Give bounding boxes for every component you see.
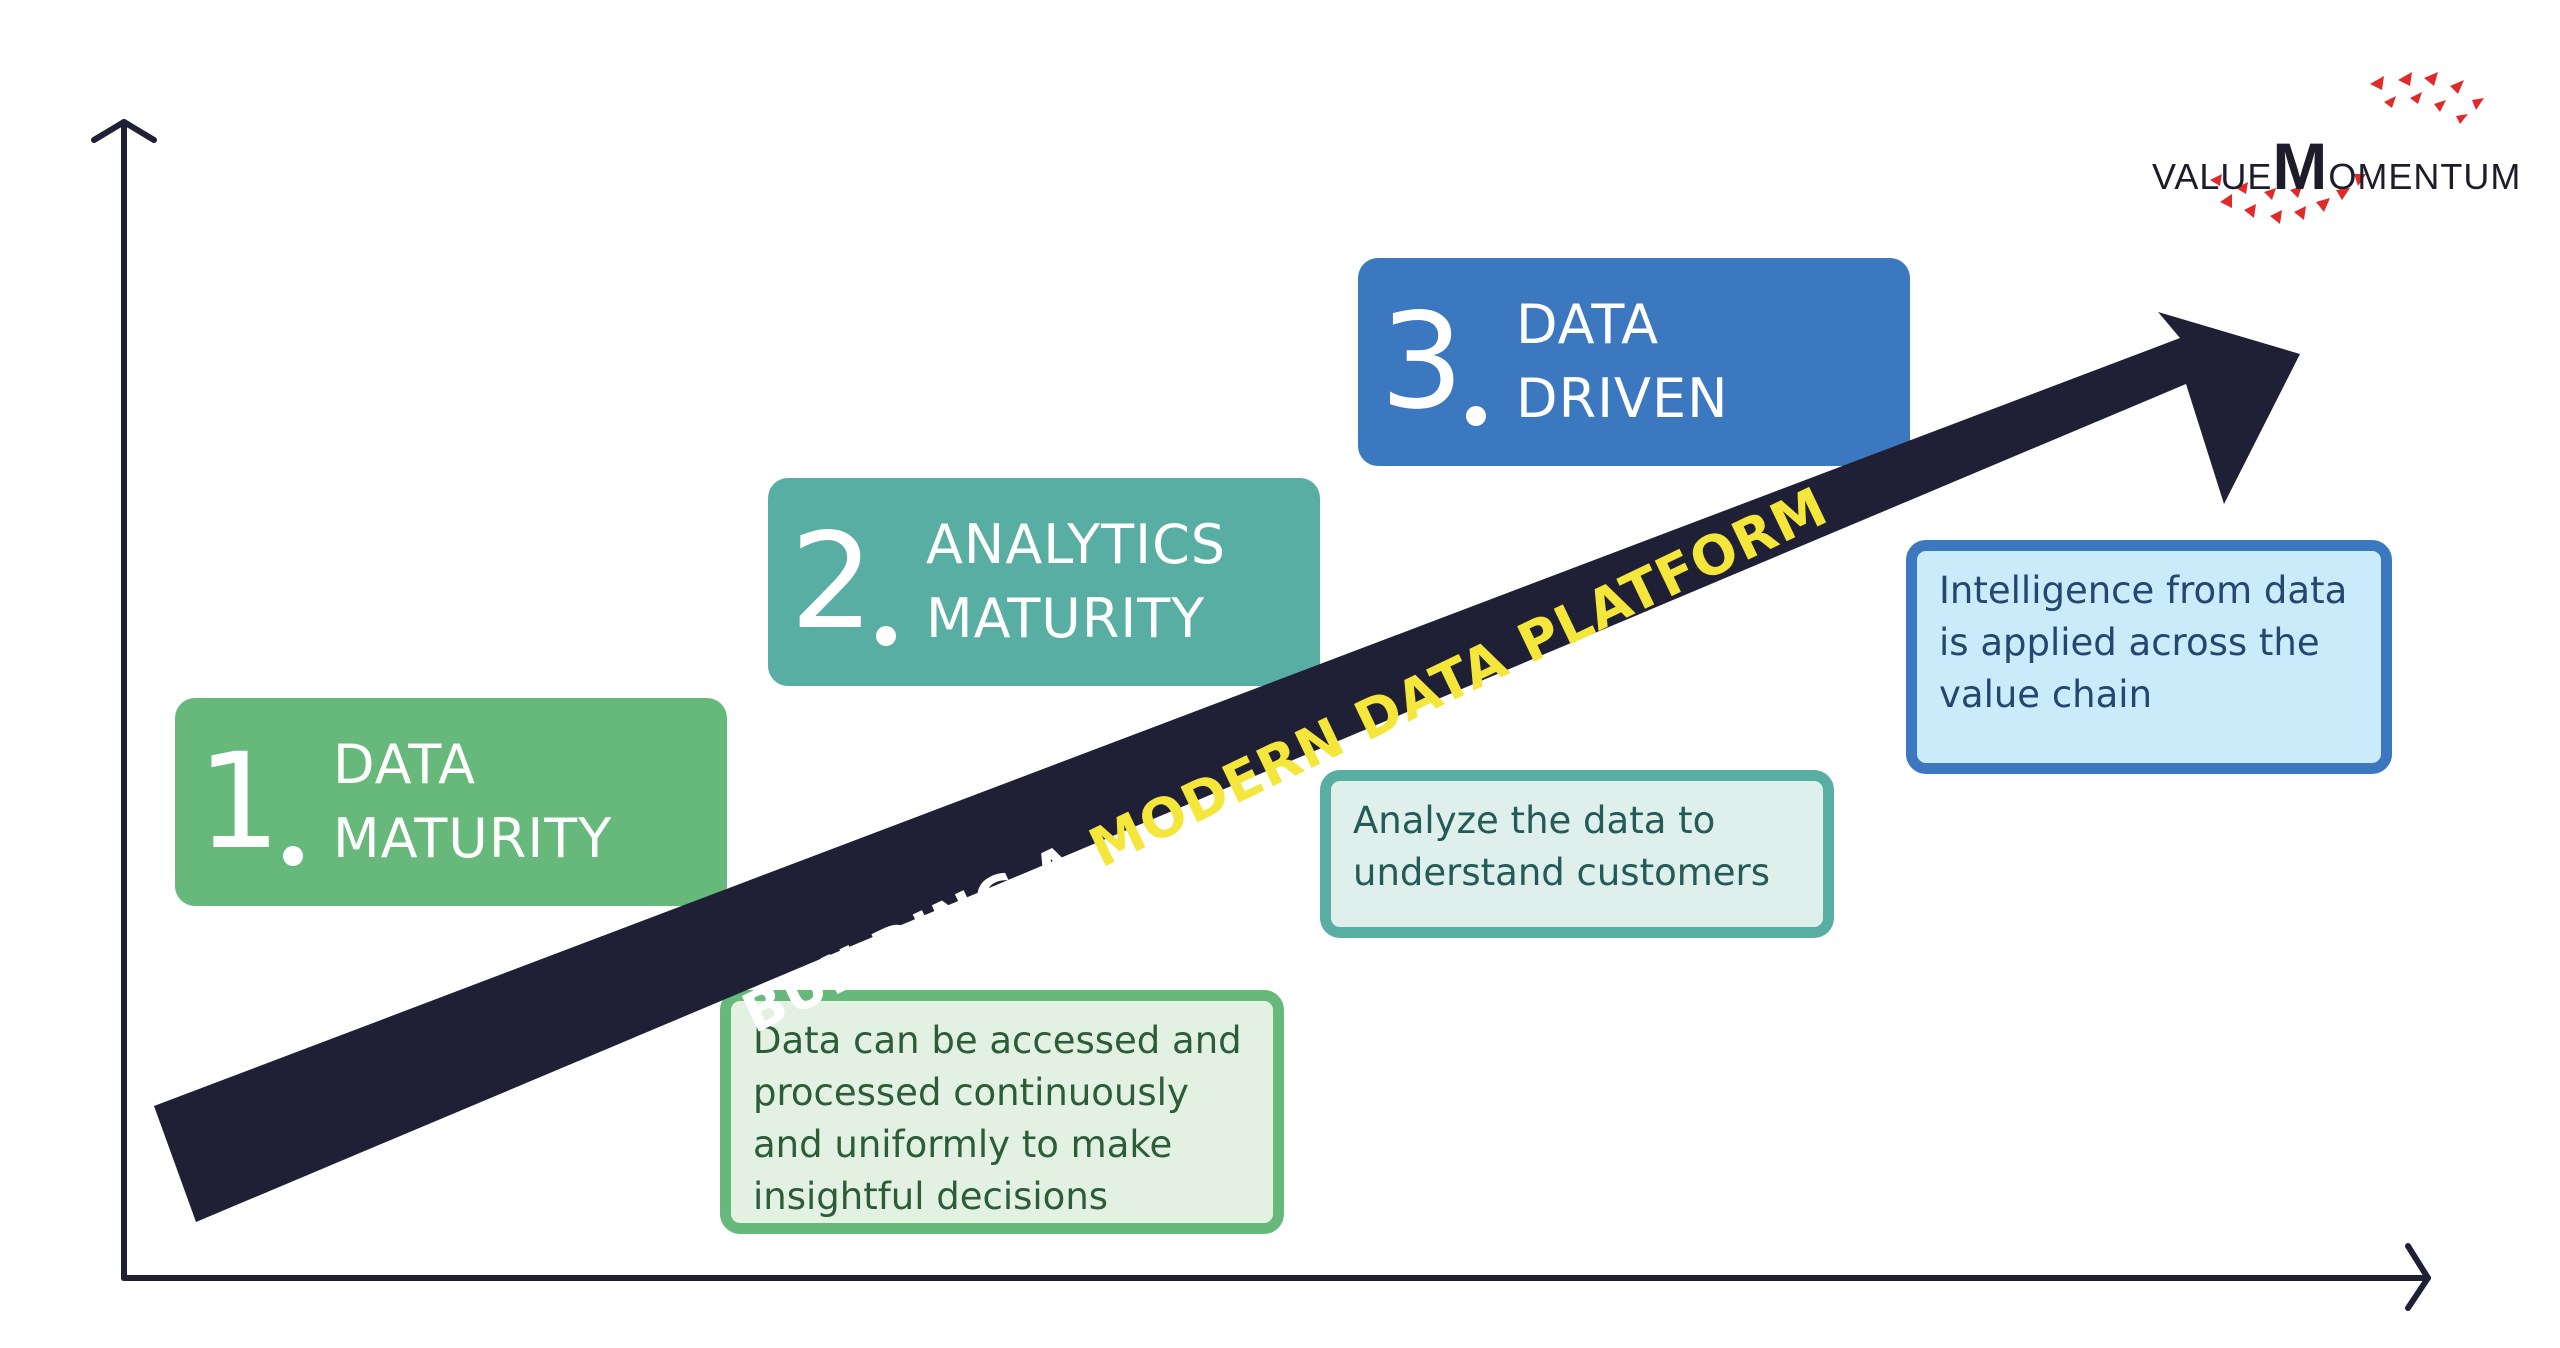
logo-wordmark: VALUEMOMENTUM xyxy=(2152,128,2521,204)
x-axis xyxy=(121,1243,2431,1311)
stage-label-line: MATURITY xyxy=(332,807,613,870)
logo-text-initial: M xyxy=(2272,129,2329,203)
description-line: processed continuously xyxy=(753,1071,1189,1114)
description-line: Data can be accessed and xyxy=(753,1019,1242,1062)
description-line: is applied across the xyxy=(1939,621,2320,664)
logo-text-part: OMENTUM xyxy=(2328,156,2522,197)
description-line: and uniformly to make xyxy=(753,1123,1173,1166)
description-line: insightful decisions xyxy=(753,1175,1109,1218)
stage-label: DATA MATURITY xyxy=(333,728,612,876)
logo-text-part: VALUE xyxy=(2152,156,2273,197)
stage-label-line: MATURITY xyxy=(925,587,1206,650)
stage-number-dot xyxy=(875,626,896,646)
stage-data-maturity: 1 DATA MATURITY xyxy=(175,698,727,906)
stage-number: 2 xyxy=(790,505,874,659)
stage-label-line: DATA xyxy=(1515,293,1660,356)
description-analytics-maturity: Analyze the data to understand customers xyxy=(1320,770,1834,938)
description-line: Intelligence from data xyxy=(1939,569,2348,612)
stage-label: ANALYTICS MATURITY xyxy=(926,508,1226,656)
stage-number: 1 xyxy=(197,725,281,879)
stage-label: DATA DRIVEN xyxy=(1516,288,1728,436)
logo-mark xyxy=(2210,72,2484,224)
description-data-driven: Intelligence from data is applied across… xyxy=(1906,540,2392,774)
stage-label-line: ANALYTICS xyxy=(925,513,1227,576)
stage-number-dot xyxy=(1465,406,1486,426)
stage-number: 3 xyxy=(1380,285,1464,439)
description-line: understand customers xyxy=(1353,851,1771,894)
stage-number-dot xyxy=(282,846,303,866)
stage-analytics-maturity: 2 ANALYTICS MATURITY xyxy=(768,478,1320,686)
description-line: value chain xyxy=(1939,673,2153,716)
valuemomentum-logo: VALUEMOMENTUM xyxy=(2140,70,2520,240)
description-line: Analyze the data to xyxy=(1353,799,1716,842)
stage-label-line: DRIVEN xyxy=(1515,367,1729,430)
description-data-maturity: Data can be accessed and processed conti… xyxy=(720,990,1284,1234)
y-axis xyxy=(91,119,157,1281)
stage-data-driven: 3 DATA DRIVEN xyxy=(1358,258,1910,466)
stage-label-line: DATA xyxy=(332,733,477,796)
